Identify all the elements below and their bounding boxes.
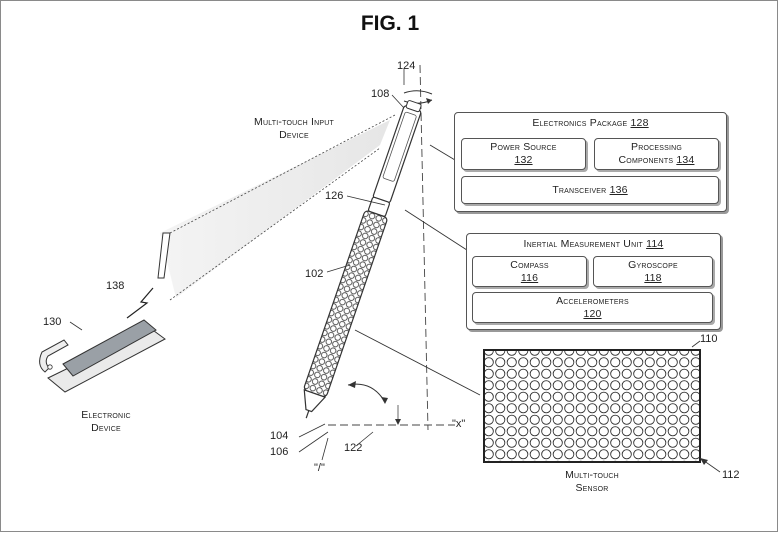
ref-126: 126 xyxy=(325,190,344,202)
wireless-signal-icon xyxy=(126,287,154,319)
electronics-package-title: Electronics Package 128 xyxy=(532,117,649,129)
ref-110: 110 xyxy=(700,333,718,345)
electronic-device-label: Electronic Device xyxy=(81,409,131,434)
ref-124: 124 xyxy=(397,60,416,72)
accelerometers-box: Accelerometers 120 xyxy=(472,292,713,323)
leader-to-imu xyxy=(404,209,471,253)
ref-slash: "/" xyxy=(314,462,325,474)
compass-box: Compass 116 xyxy=(472,256,587,287)
multi-touch-sensor-grid xyxy=(483,349,701,463)
electronic-device-phone-icon xyxy=(39,319,166,393)
gyroscope-box: Gyroscope 118 xyxy=(593,256,713,287)
ref-108: 108 xyxy=(371,88,390,100)
rotation-arrow-icon xyxy=(403,90,433,95)
figure-title: FIG. 1 xyxy=(360,12,420,35)
ref-104: 104 xyxy=(270,430,289,442)
leader-to-electronics xyxy=(429,144,456,161)
small-stylus xyxy=(157,232,171,279)
ref-122: 122 xyxy=(344,442,363,454)
imu-title: Inertial Measurement Unit 114 xyxy=(523,238,664,250)
input-device-label: Multi-touch Input Device xyxy=(254,116,334,141)
sensor-label: Multi-touch Sensor xyxy=(565,469,619,494)
projection-beam xyxy=(160,120,390,298)
ref-106: 106 xyxy=(270,446,289,458)
leader-to-sensor xyxy=(354,329,481,396)
processing-components-box: Processing Components 134 xyxy=(594,138,719,170)
ref-102: 102 xyxy=(305,268,324,280)
ref-112: 112 xyxy=(722,469,740,481)
beam-edge-bottom xyxy=(169,147,381,301)
power-source-box: Power Source 132 xyxy=(461,138,586,170)
ref-138: 138 xyxy=(106,280,125,292)
ref-x: "x" xyxy=(452,418,466,430)
vertical-axis xyxy=(419,64,429,431)
ref-130: 130 xyxy=(43,316,62,328)
transceiver-box: Transceiver 136 xyxy=(461,176,719,204)
